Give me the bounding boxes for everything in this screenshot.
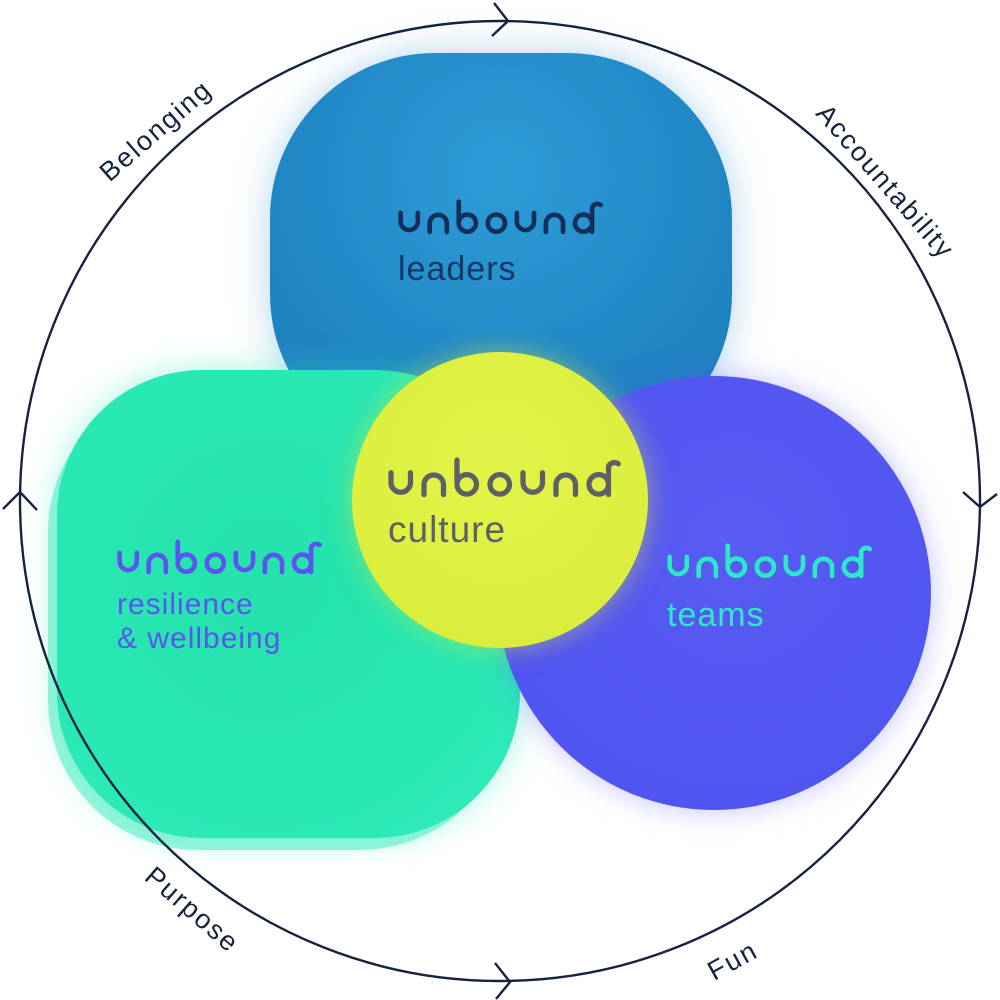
unbound-wordmark — [667, 543, 873, 580]
resilience-text-block: resilience & wellbeing — [117, 539, 323, 656]
resilience-label-line2: & wellbeing — [117, 622, 282, 655]
culture-text-block: culture — [388, 457, 622, 550]
arrow-right-icon — [962, 491, 998, 509]
teams-label: teams — [667, 596, 765, 634]
resilience-label-line1: resilience — [117, 588, 254, 621]
arrow-left-icon — [2, 490, 38, 511]
unbound-wordmark — [398, 199, 604, 236]
unbound-wordmark — [388, 457, 622, 499]
culture-label: culture — [388, 509, 507, 550]
arrow-top-icon — [491, 2, 510, 37]
ring-label-accountability: Accountability — [810, 98, 961, 265]
teams-text-block: teams — [667, 543, 873, 634]
unbound-wordmark — [117, 539, 323, 576]
leaders-label: leaders — [398, 250, 517, 288]
ring-label-fun: Fun — [702, 934, 764, 987]
ring-label-purpose: Purpose — [139, 860, 246, 959]
culture-blob: culture — [352, 352, 648, 648]
ring-label-belonging: Belonging — [93, 73, 218, 188]
leaders-text-block: leaders — [398, 199, 604, 288]
arrow-bottom-icon — [494, 962, 512, 1000]
